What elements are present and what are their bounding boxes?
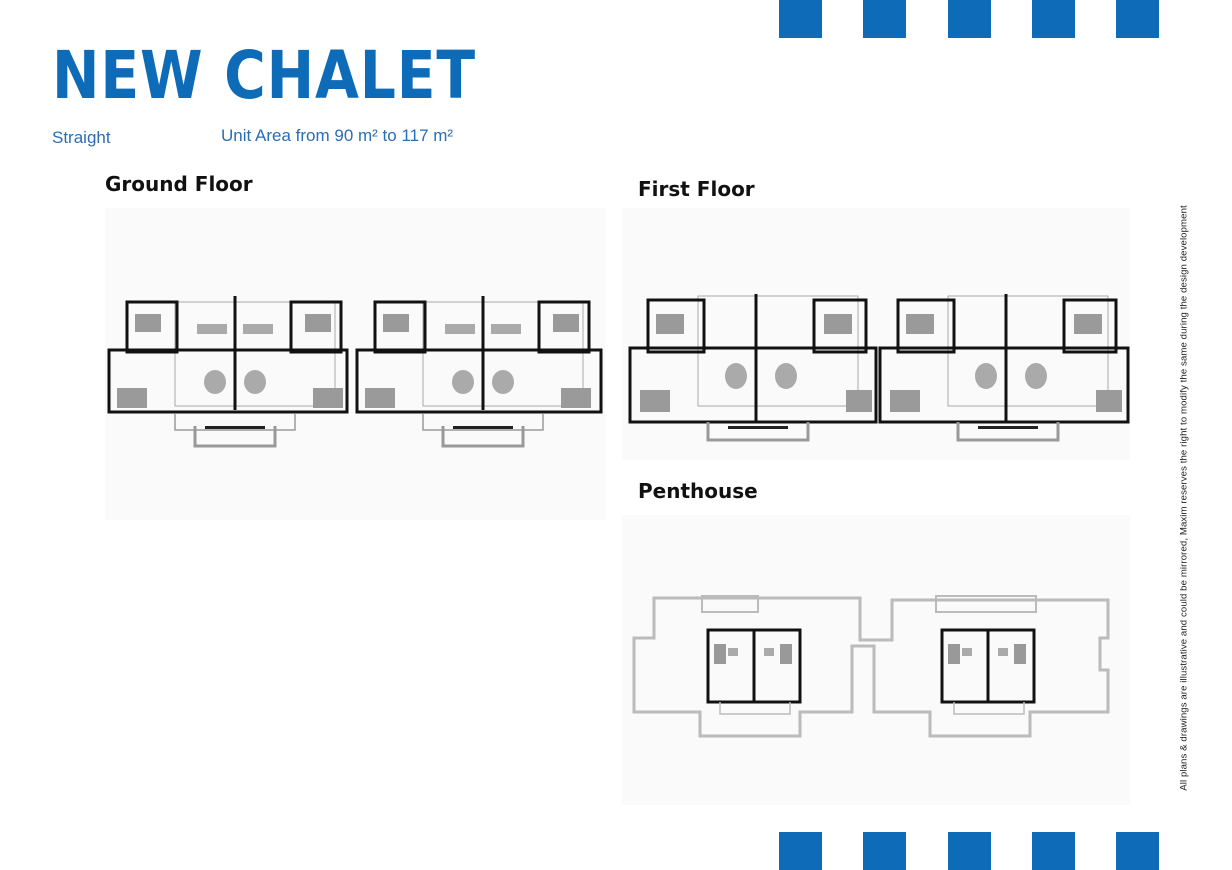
ground-unit-left [107, 296, 349, 448]
first-unit-right [878, 294, 1130, 442]
unit-type-label: Straight [52, 128, 111, 147]
penthouse-outline [632, 596, 1110, 738]
first-floor-label: First Floor [638, 177, 755, 201]
unit-area-text: Unit Area from 90 m² to 117 m² [221, 126, 454, 145]
ground-floor-plan-area [105, 208, 605, 520]
decor-square-bottom-3 [948, 832, 991, 870]
ground-floor-label: Ground Floor [105, 172, 253, 196]
penthouse-unit-left [706, 628, 802, 715]
penthouse-unit-right [940, 628, 1036, 715]
penthouse-label: Penthouse [638, 479, 758, 503]
decor-square-bottom-1 [779, 832, 822, 870]
disclaimer-text: All plans & drawings are illustrative an… [1178, 205, 1190, 791]
first-unit-left [628, 294, 878, 442]
decor-square-bottom-5 [1116, 832, 1159, 870]
decor-square-top-5 [1116, 0, 1159, 38]
penthouse-plan [632, 595, 1110, 738]
decor-square-top-4 [1032, 0, 1075, 38]
decor-square-top-2 [863, 0, 906, 38]
decor-square-bottom-2 [863, 832, 906, 870]
ground-unit-right [355, 296, 603, 448]
page-title: NEW CHALET [52, 37, 476, 114]
first-floor-plan [628, 294, 1130, 442]
ground-floor-plan [107, 296, 603, 448]
decor-square-top-1 [779, 0, 822, 38]
decor-square-top-3 [948, 0, 991, 38]
decor-square-bottom-4 [1032, 832, 1075, 870]
